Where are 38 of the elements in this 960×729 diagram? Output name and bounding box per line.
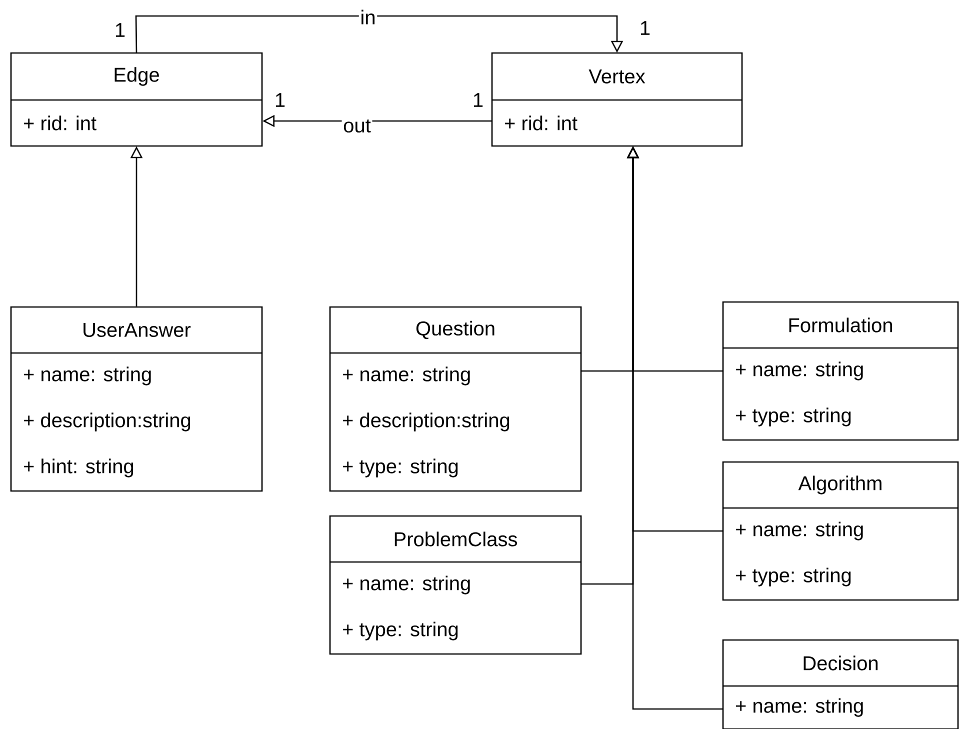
multiplicity: 1 xyxy=(640,21,650,35)
class-name: Algorithm xyxy=(798,476,882,494)
attribute: + type: string xyxy=(343,622,458,640)
attribute: + name: string xyxy=(736,362,863,380)
attribute: + hint: string xyxy=(24,458,134,478)
class-name: Formulation xyxy=(789,318,892,332)
class-name: ProblemClass xyxy=(394,532,517,546)
attribute: + rid: int xyxy=(24,116,96,130)
attribute: + name: string xyxy=(343,366,470,386)
class-name: Vertex xyxy=(588,70,646,84)
generalization-arrow xyxy=(135,15,624,53)
attribute: + description:string xyxy=(24,412,190,432)
attribute: + name: string xyxy=(24,366,151,386)
class-box xyxy=(10,52,263,147)
attribute: + rid: int xyxy=(505,116,578,130)
attribute: + type: string xyxy=(736,408,851,426)
multiplicity: 1 xyxy=(276,93,285,107)
class-name: UserAnswer xyxy=(84,323,191,337)
class-box xyxy=(10,306,263,492)
attribute: + name: string xyxy=(736,698,863,717)
attribute: + type: string xyxy=(343,458,458,478)
class-name: Edge xyxy=(114,67,159,86)
attribute: + description:string xyxy=(343,412,510,432)
edge-label: out xyxy=(342,118,372,134)
multiplicity: 1 xyxy=(116,23,125,37)
attribute: + name: string xyxy=(736,522,863,540)
multiplicity: 1 xyxy=(474,93,483,107)
class-box xyxy=(329,306,582,492)
class-box xyxy=(491,52,743,147)
class-box xyxy=(722,461,959,601)
attribute: + type: string xyxy=(736,568,851,586)
class-box xyxy=(722,301,959,441)
class-name: Decision xyxy=(804,656,878,670)
class-name: Question xyxy=(416,320,494,340)
class-box xyxy=(722,639,959,729)
attribute: + name: string xyxy=(343,576,470,594)
edge-label: in xyxy=(358,8,378,26)
class-box xyxy=(329,515,582,655)
